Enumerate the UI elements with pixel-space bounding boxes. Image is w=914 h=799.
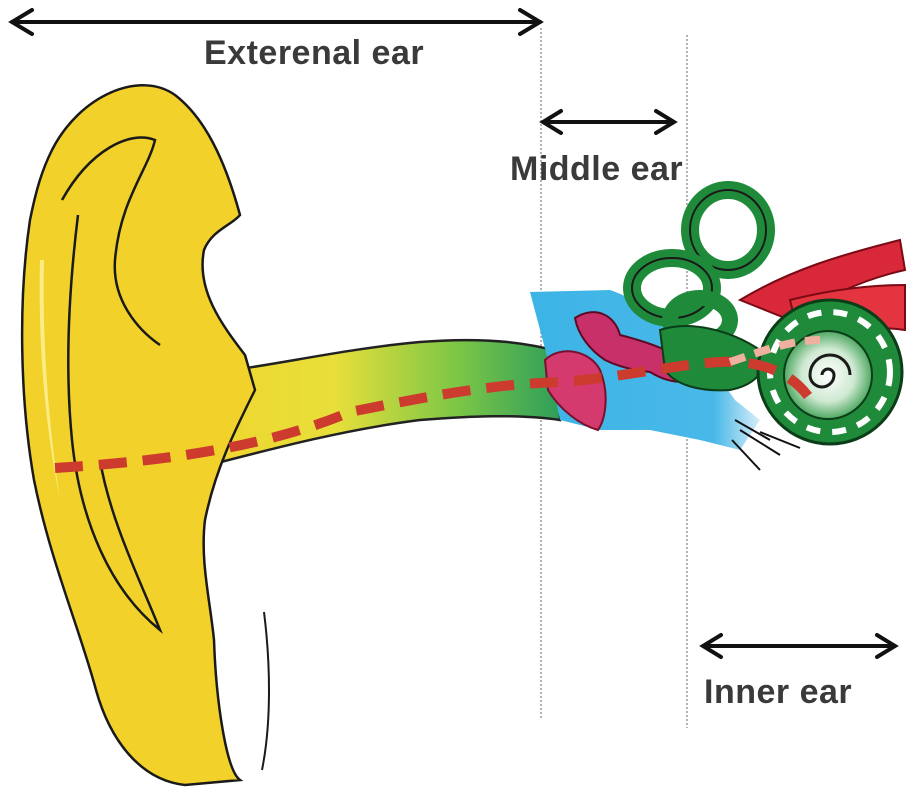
pinna bbox=[22, 85, 255, 785]
external-ear-arrow bbox=[12, 10, 540, 34]
cochlea-inner-turn bbox=[784, 331, 872, 419]
earlobe-notch bbox=[262, 612, 269, 770]
middle-ear-arrow bbox=[543, 111, 674, 133]
label-inner-ear: Inner ear bbox=[704, 673, 852, 712]
inner-ear-arrow bbox=[703, 635, 895, 657]
label-middle-ear: Middle ear bbox=[510, 150, 683, 189]
semicircular-canals bbox=[632, 190, 766, 342]
label-external-ear: Exterenal ear bbox=[204, 34, 424, 73]
